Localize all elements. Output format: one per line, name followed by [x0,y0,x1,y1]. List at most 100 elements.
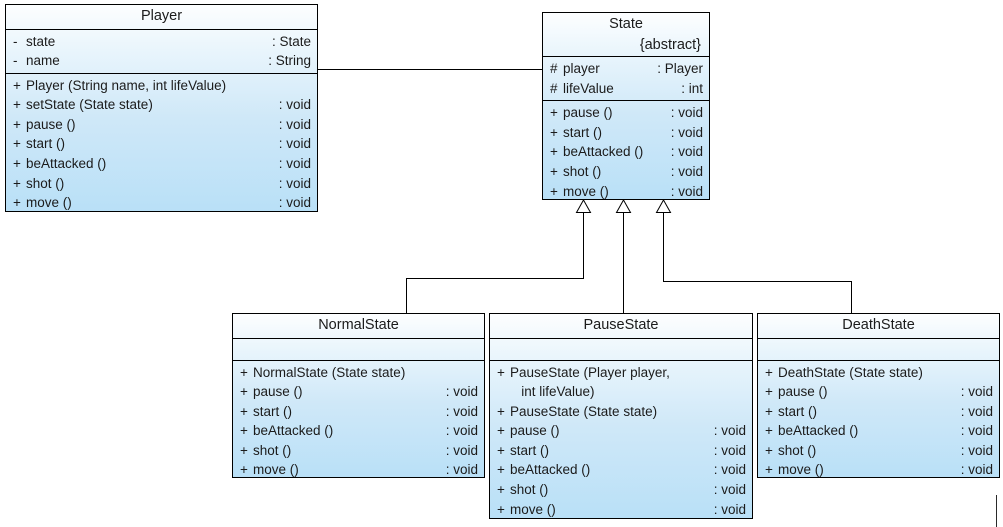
class-title-compartment: State {abstract} [543,13,709,56]
operation-return-type: : void [445,423,478,439]
operation-signature: DeathState (State state) [778,364,923,380]
visibility-marker: + [13,156,21,172]
operation-row[interactable]: + Player (String name, int lifeValue) [6,76,317,96]
visibility-marker: + [497,423,505,439]
operation-row[interactable]: + move () : void [6,193,317,211]
operation-row[interactable]: + start () : void [233,402,484,422]
attribute-row[interactable]: # lifeValue : int [543,79,709,99]
operation-row[interactable]: + NormalState (State state) [233,363,484,383]
class-box-state[interactable]: State {abstract} # player : Player # lif… [542,12,710,200]
operation-signature: pause () [510,423,560,439]
visibility-marker: + [550,183,558,199]
class-box-deathstate[interactable]: DeathState + DeathState (State state) + … [757,313,1000,478]
attribute-row[interactable]: - state : State [6,32,317,52]
operation-signature: beAttacked () [26,156,107,172]
visibility-marker: + [497,403,505,419]
operation-row[interactable]: + pause () : void [543,103,709,123]
operations-compartment: + PauseState (Player player, int lifeVal… [490,359,752,519]
operations-compartment: + DeathState (State state) + pause () : … [758,359,999,478]
operation-signature: start () [510,442,549,458]
attributes-compartment [758,337,999,360]
class-title-compartment: NormalState [233,314,484,338]
operation-row[interactable]: + pause () : void [490,421,752,441]
operation-row[interactable]: + start () : void [6,134,317,154]
operation-row[interactable]: + move () : void [490,500,752,518]
class-title-compartment: Player [6,5,317,29]
operation-row[interactable]: + shot () : void [758,441,999,461]
operation-return-type: : void [960,462,993,478]
visibility-marker: + [765,442,773,458]
operation-row[interactable]: + beAttacked () : void [758,421,999,441]
operation-row[interactable]: + beAttacked () : void [6,154,317,174]
operation-row[interactable]: + shot () : void [543,162,709,182]
operation-row[interactable]: + move () : void [758,460,999,478]
operation-row[interactable]: + start () : void [490,441,752,461]
operation-return-type: : void [445,442,478,458]
inheritance-arrow-icon [575,198,592,213]
operation-signature: start () [563,124,602,140]
attribute-row[interactable]: # player : Player [543,59,709,79]
class-box-pausestate[interactable]: PauseState + PauseState (Player player, … [489,313,753,519]
operation-signature: setState (State state) [26,97,153,113]
inheritance-arrow-icon [655,198,672,213]
attributes-compartment: # player : Player # lifeValue : int [543,56,709,100]
attributes-compartment: - state : State - name : String [6,28,317,73]
operation-row[interactable]: + shot () : void [233,441,484,461]
text-cursor-artifact [996,495,997,527]
visibility-marker: + [13,116,21,132]
operation-row[interactable]: + move () : void [543,182,709,199]
operation-row[interactable]: + beAttacked () : void [543,142,709,162]
operation-row[interactable]: + PauseState (State state) [490,402,752,422]
operation-row[interactable]: + move () : void [233,460,484,478]
attribute-type: : int [681,80,703,96]
visibility-marker: + [13,195,21,211]
operation-row[interactable]: + beAttacked () : void [490,460,752,480]
operation-return-type: : void [278,97,311,113]
visibility-marker: + [497,364,505,380]
operation-signature: beAttacked () [563,144,644,160]
visibility-marker: + [13,175,21,191]
attribute-type: : State [271,33,311,49]
operation-return-type: : void [713,423,746,439]
visibility-marker: + [497,501,505,517]
operation-row[interactable]: + setState (State state) : void [6,95,317,115]
class-name-label: PauseState [583,317,659,333]
operation-row[interactable]: + DeathState (State state) [758,363,999,383]
operation-row[interactable]: + start () : void [543,123,709,143]
operation-row[interactable]: + shot () : void [490,480,752,500]
operation-row[interactable]: + beAttacked () : void [233,421,484,441]
operation-return-type: : void [960,423,993,439]
operation-return-type: : void [960,442,993,458]
operation-return-type: : void [713,462,746,478]
attributes-compartment [490,337,752,360]
operations-compartment: + pause () : void + start () : void + be… [543,100,709,199]
operation-row[interactable]: + pause () : void [758,382,999,402]
operation-return-type: : void [278,175,311,191]
operation-row[interactable]: + pause () : void [6,115,317,135]
attribute-signature: player [563,61,600,76]
operation-row[interactable]: + pause () : void [233,382,484,402]
operation-signature: move () [253,462,299,478]
operation-signature: NormalState (State state) [253,364,406,380]
visibility-marker: + [497,462,505,478]
visibility-marker: + [765,423,773,439]
operation-signature: shot () [510,482,549,498]
operation-return-type: : void [670,144,703,160]
visibility-marker: + [550,163,558,179]
operation-row[interactable]: + shot () : void [6,174,317,194]
operations-compartment: + NormalState (State state) + pause () :… [233,359,484,478]
visibility-marker: - [13,53,18,69]
visibility-marker: + [240,364,248,380]
operation-signature: shot () [26,175,65,191]
operation-signature: beAttacked () [253,423,334,439]
class-box-normalstate[interactable]: NormalState + NormalState (State state) … [232,313,485,478]
operation-return-type: : void [445,403,478,419]
generalization-pausestate-state [615,198,632,313]
operation-row[interactable]: + start () : void [758,402,999,422]
attribute-row[interactable]: - name : String [6,51,317,71]
class-box-player[interactable]: Player - state : State - name : String +… [5,4,318,212]
visibility-marker: + [765,364,773,380]
visibility-marker: - [13,33,18,49]
class-name-label: DeathState [842,317,915,333]
operation-row[interactable]: + PauseState (Player player, int lifeVal… [490,363,752,402]
